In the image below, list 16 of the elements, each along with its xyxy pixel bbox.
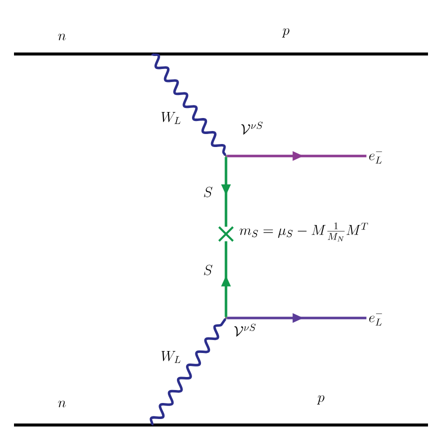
propagator-line	[152, 52, 226, 156]
symbol-label: $p$	[317, 395, 324, 404]
propagator-line	[150, 318, 226, 426]
edge-label: $W_L$	[161, 351, 180, 363]
symbol-label: $n$	[58, 34, 66, 40]
mass-insertion-cross	[218, 226, 234, 242]
symbol-label: $p$	[282, 28, 290, 38]
symbol-label: $m_S = \mu_S - M\frac{1}{M_N}M^T$	[240, 222, 368, 242]
edge-label: $S$	[204, 186, 212, 198]
vertex-label: $\mathcal{V}^{\nu S}$	[241, 122, 263, 135]
symbol-label: $n$	[58, 400, 66, 408]
particle-label: $e_L^-$	[369, 152, 382, 164]
particle-label: $e_L^-$	[369, 314, 382, 326]
edge-label: $S$	[204, 264, 212, 276]
edge-label: $W_L$	[161, 112, 180, 124]
vertex-label: $\mathcal{V}^{\nu S}$	[234, 324, 256, 337]
